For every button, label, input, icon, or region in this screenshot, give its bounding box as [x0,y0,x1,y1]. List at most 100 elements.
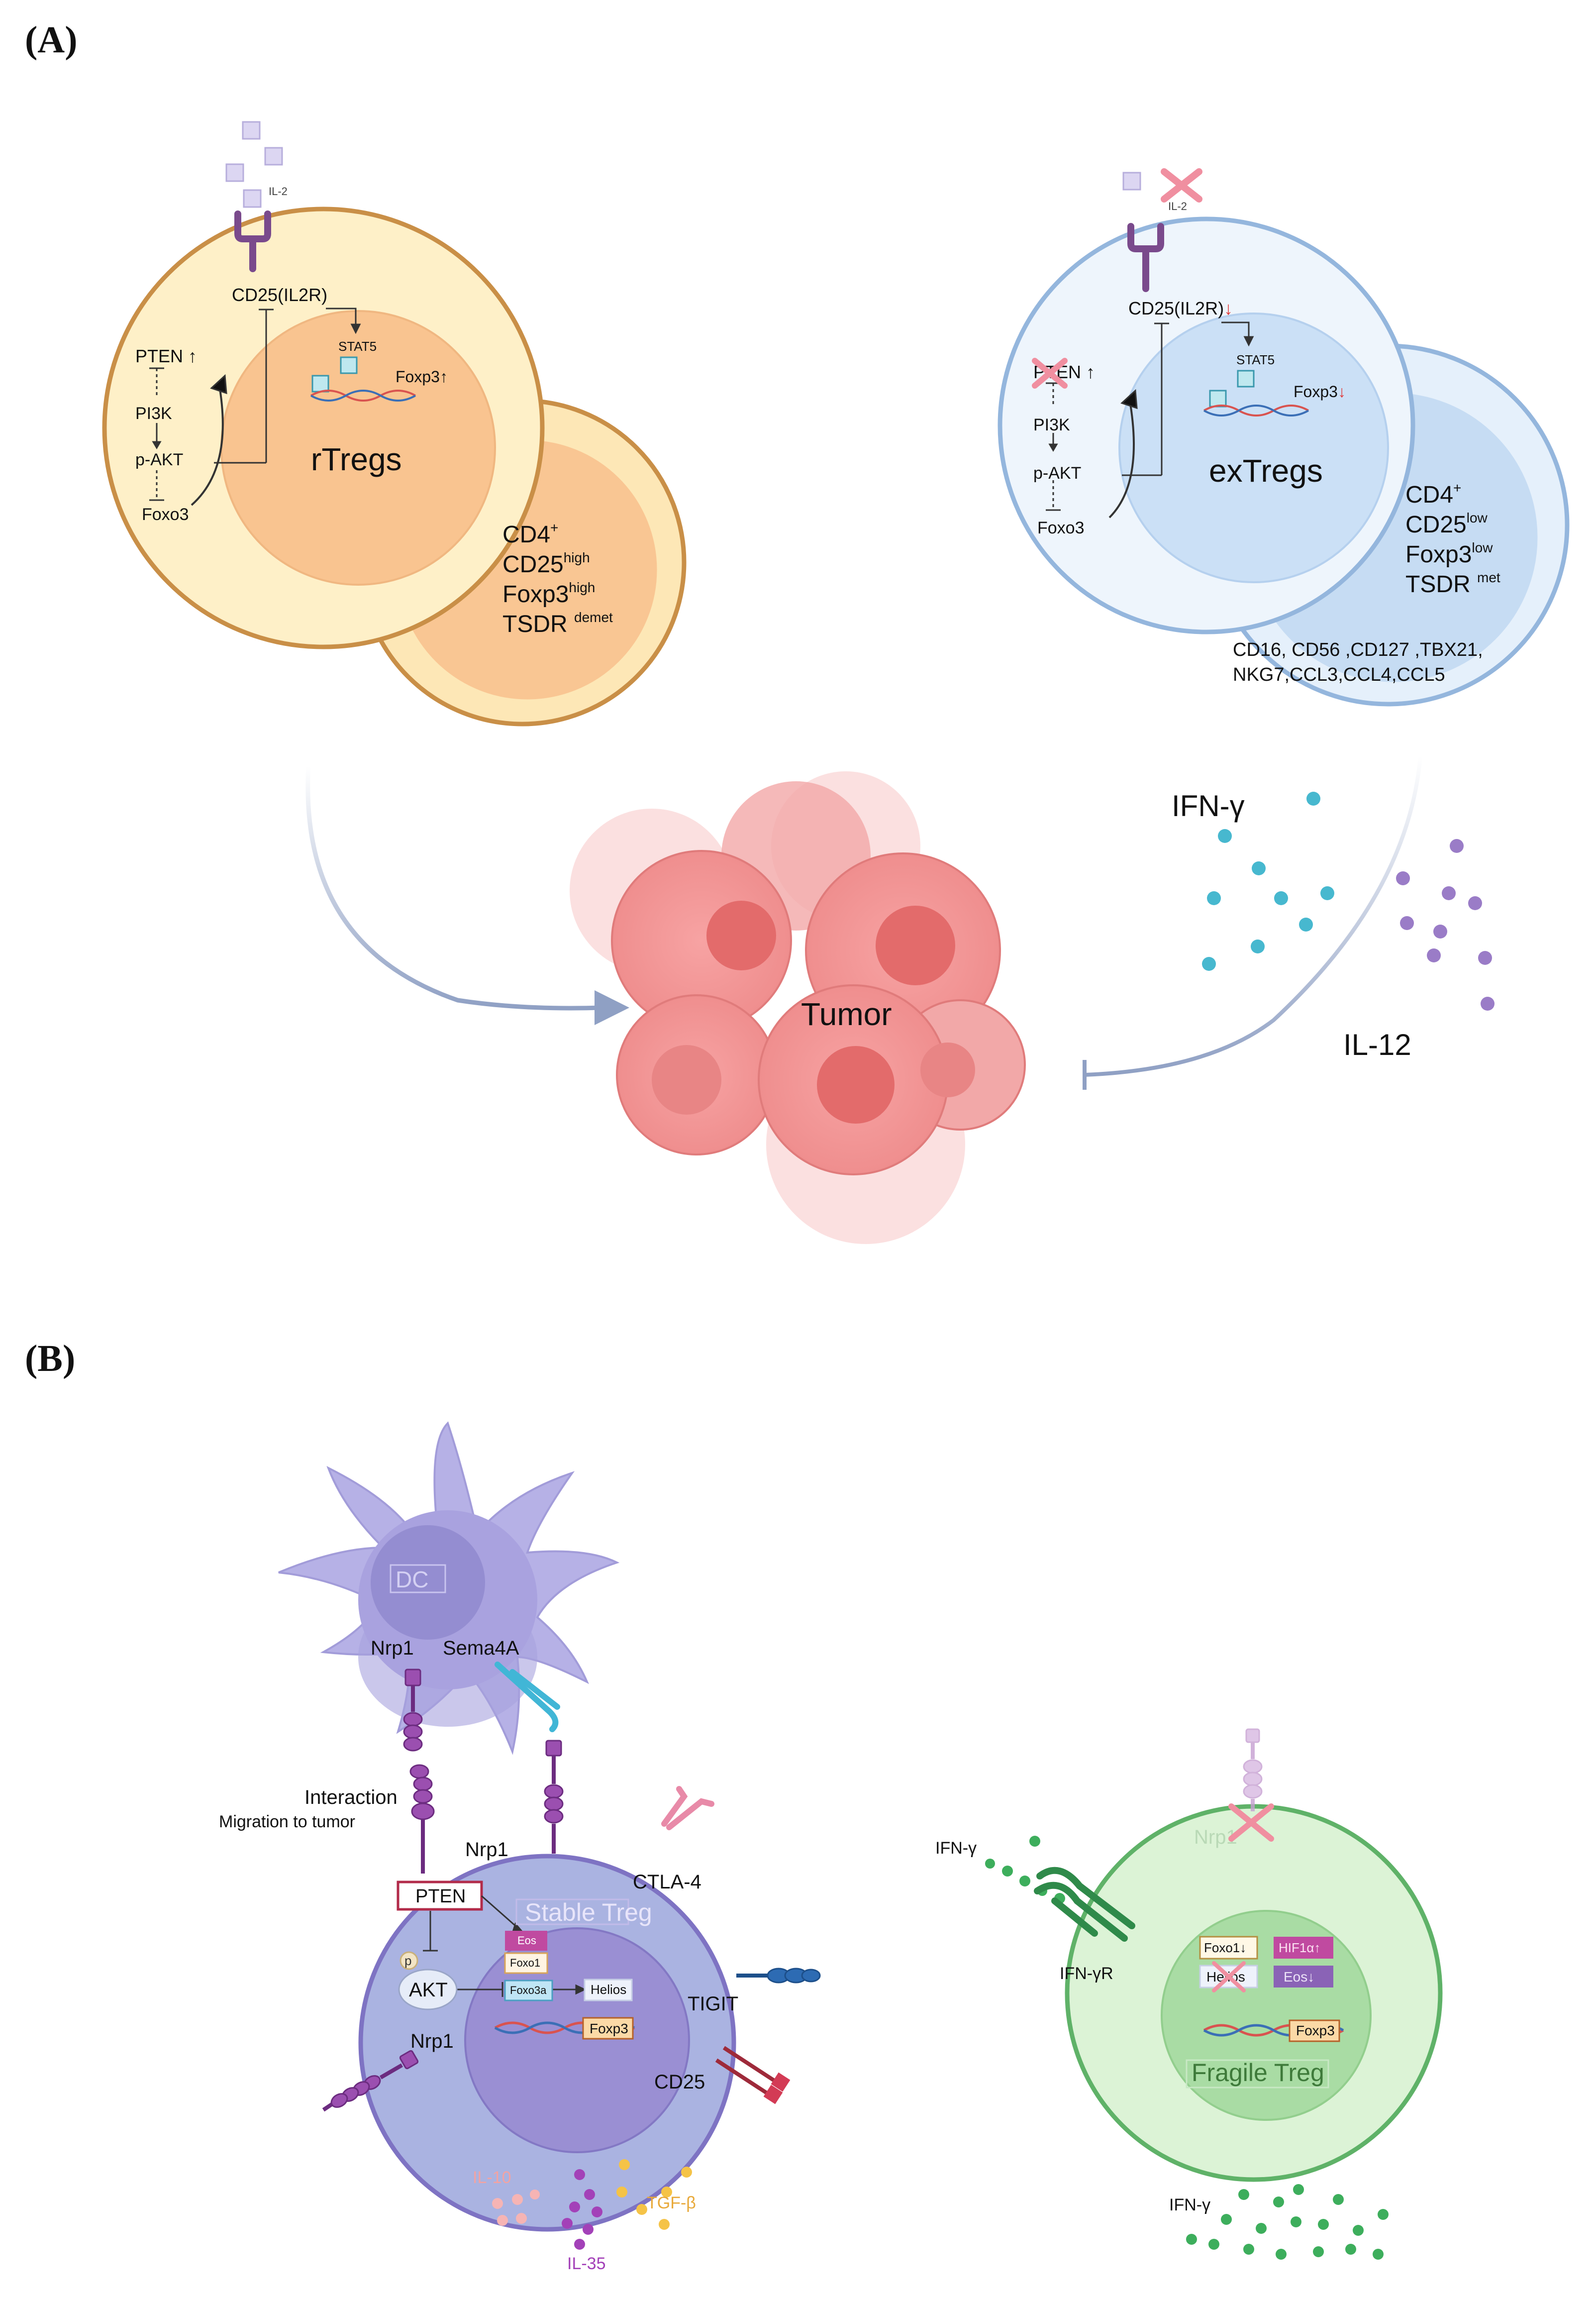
nrp1-chain-interaction [403,1669,435,1874]
stable-treg-title-box [515,1898,629,1925]
akt-label: AKT [409,1979,448,2001]
fragile-eos-box [1274,1966,1333,1987]
fragile-foxp3-label: Foxp3 [1296,2023,1335,2038]
ifn-gamma-label-a: IFN-γ [1172,789,1245,823]
extregs-marker: Foxp3low [1405,540,1493,568]
foxp3-label-right: Foxp3↓ [1294,383,1346,401]
rtregs-title: rTregs [311,441,402,477]
pten-label-b: PTEN [415,1886,466,1907]
foxo3a-box [504,1980,553,2001]
nrp1-bottom-label: Nrp1 [410,2030,454,2052]
ifngr-label: IFN-γR [1060,1964,1113,1983]
extregs-title: exTregs [1209,453,1323,489]
fragile-foxo1-box [1199,1936,1258,1960]
stable-treg-title: Stable Treg [525,1898,652,1926]
cd25-label-b: CD25 [654,2071,705,2093]
extregs-marker: CD4+ [1405,480,1461,508]
rtregs-signal-lines [149,308,361,506]
foxp3-label-left: Foxp3↑ [396,368,448,386]
extregs-genes-line1: CD16, CD56 ,CD127 ,TBX21, [1233,639,1483,660]
migration-label: Migration to tumor [219,1812,355,1831]
arrow-rtregs-to-tumor [305,766,629,1025]
stat5-label-left: STAT5 [338,339,377,354]
ifn-gamma-dots-a [1202,792,1334,971]
panel-a-label: (A) [25,19,78,61]
nrp1-receptor-bottom [322,2050,419,2112]
helios-label: Helios [591,1982,626,1997]
rtregs-marker: CD4+ [502,520,558,548]
il2r-receptor-right [1127,223,1164,292]
p-badge [399,1951,418,1970]
dna-left [310,390,416,402]
pten-box [397,1881,483,1911]
extregs-genes-line2: NKG7,CCL3,CCL4,CCL5 [1233,664,1445,685]
rtregs-front-cell [102,207,545,649]
fragile-nrp1-cross [1228,1803,1274,1842]
extregs-markers: CD4+ CD25low Foxp3low TSDR met [1405,480,1500,598]
il2r-receptor-left [234,210,271,272]
akt-badge [398,1969,458,2010]
rtregs-marker: CD25high [502,550,590,578]
inhibit-extregs-on-tumor [1083,756,1422,1090]
foxp3-box-stable [582,2017,634,2040]
interaction-label: Interaction [304,1786,398,1808]
fragile-ifn-label-bottom: IFN-γ [1169,2195,1210,2214]
foxo3-label-left: Foxo3 [142,505,189,524]
cd25-label-right: CD25(IL2R)↓ [1128,298,1233,318]
il2-squares-left [225,121,283,208]
rtregs-markers: CD4+ CD25high Foxp3high TSDR demet [502,520,613,637]
sema4a-label: Sema4A [443,1637,519,1659]
il35-dots [562,2169,602,2250]
foxo3-label-right: Foxo3 [1037,519,1085,537]
fragile-foxp3-box [1289,2019,1340,2042]
pi3k-label-left: PI3K [135,404,172,423]
stat5-square-right-1 [1237,370,1255,388]
nrp1-dc-label: Nrp1 [371,1637,414,1659]
tgfb-dots [616,2159,692,2230]
p-label: p [404,1953,411,1968]
extregs-marker: CD25low [1405,510,1488,538]
tumor-label: Tumor [801,996,892,1032]
tgfb-label: TGF-β [647,2194,696,2212]
dendritic-cell [278,1421,620,1755]
fragile-treg-title: Fragile Treg [1192,2059,1324,2087]
fragile-hif1a-box [1274,1937,1333,1959]
foxo1-box [504,1952,548,1974]
il2-label-right: IL-2 [1168,200,1187,212]
il2-blocked-cross [1161,168,1202,203]
ctla4-label: CTLA-4 [633,1871,701,1893]
tumor-cluster [570,771,1026,1244]
il10-label: IL-10 [473,2168,511,2187]
il2-label-left: IL-2 [269,185,288,198]
il2-square-right [1122,172,1141,191]
tigit-label: TIGIT [688,1993,738,2015]
stat5-square-left-1 [340,356,358,374]
fragile-nrp1-receptor [1243,1728,1263,1811]
fragile-helios-cross [1212,1961,1246,1992]
il10-dots [492,2190,540,2226]
dna-right [1203,405,1309,417]
helios-box [584,1979,633,2001]
fragile-hif1a-label: HIF1α↑ [1279,1940,1320,1955]
foxo1-label: Foxo1 [510,1957,540,1969]
fragile-treg-title-box [1186,2059,1329,2089]
tigit-receptor [736,1968,821,1984]
nrp1-top-label: Nrp1 [465,1839,508,1861]
pten-blocked-cross [1032,358,1068,389]
pi3k-label-right: PI3K [1033,416,1070,434]
fragile-eos-label: Eos↓ [1284,1969,1314,1985]
fragile-foxo1-label: Foxo1↓ [1204,1940,1246,1955]
il35-label: IL-35 [567,2254,606,2273]
cd25-receptor [715,2046,791,2104]
pakt-label-right: p-AKT [1033,464,1081,483]
sema4a-molecule [495,1662,560,1732]
nrp1-receptor-top [544,1740,564,1854]
il12-dots [1396,839,1495,1011]
pten-label-left: PTEN ↑ [135,346,197,366]
eos-label: Eos [517,1934,536,1947]
extregs-front-cell [998,216,1415,634]
eos-box [505,1931,547,1951]
ifn-gamma-receptor [1034,1867,1135,1942]
fragile-ifn-dots-bottom [1186,2184,1389,2260]
stat5-label-right: STAT5 [1236,352,1275,367]
